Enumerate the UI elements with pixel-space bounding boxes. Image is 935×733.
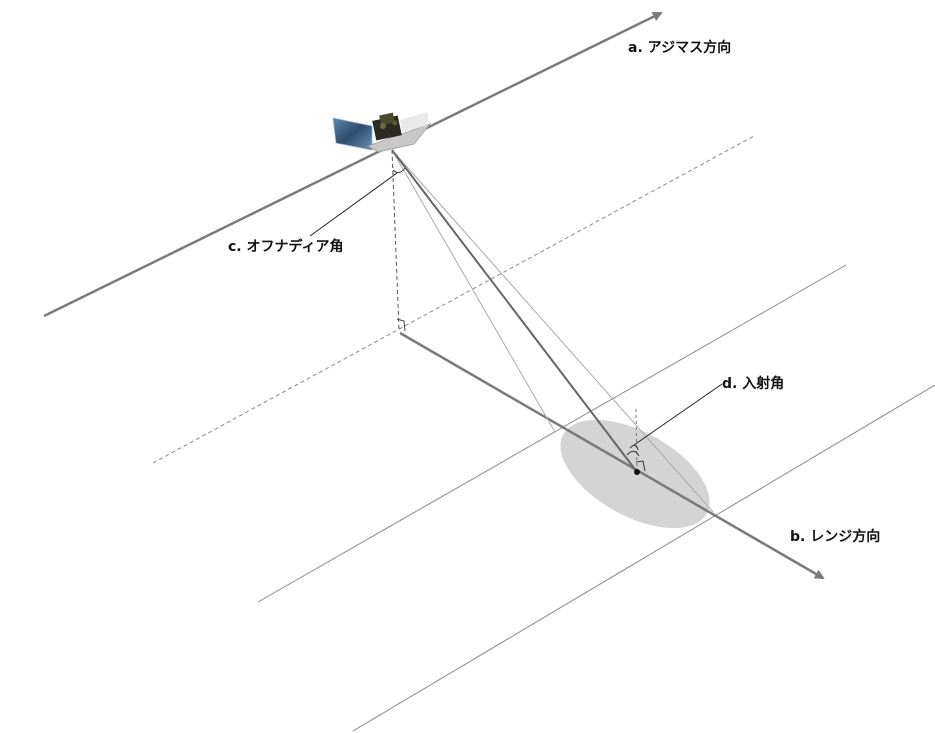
beam-near-edge — [391, 149, 556, 433]
incidence-arc — [629, 444, 639, 451]
off-nadir-arc — [392, 167, 406, 174]
ground-line-2 — [352, 384, 935, 732]
ground-line-1 — [257, 264, 847, 603]
azimuth-label: a. アジマス方向 — [628, 39, 731, 56]
nadir-line — [391, 149, 400, 331]
incidence-label: d. 入射角 — [722, 375, 784, 392]
incidence-leader — [633, 383, 723, 446]
beam-far-edge — [391, 149, 714, 513]
range-label: b. レンジ方向 — [790, 528, 880, 545]
local-vertical — [635, 407, 638, 473]
off-nadir-leader — [309, 172, 398, 237]
beam-center — [391, 149, 638, 473]
range-axis — [399, 331, 825, 580]
azimuth-axis — [43, 11, 663, 318]
ground-track-dashed — [152, 135, 755, 464]
off-nadir-label: c. オフナディア角 — [228, 238, 344, 255]
satellite-icon — [332, 112, 432, 153]
nadir-right-angle — [396, 318, 406, 332]
incidence-arc-2 — [626, 450, 640, 457]
target-right-angle — [635, 460, 646, 472]
target-point — [634, 469, 640, 475]
